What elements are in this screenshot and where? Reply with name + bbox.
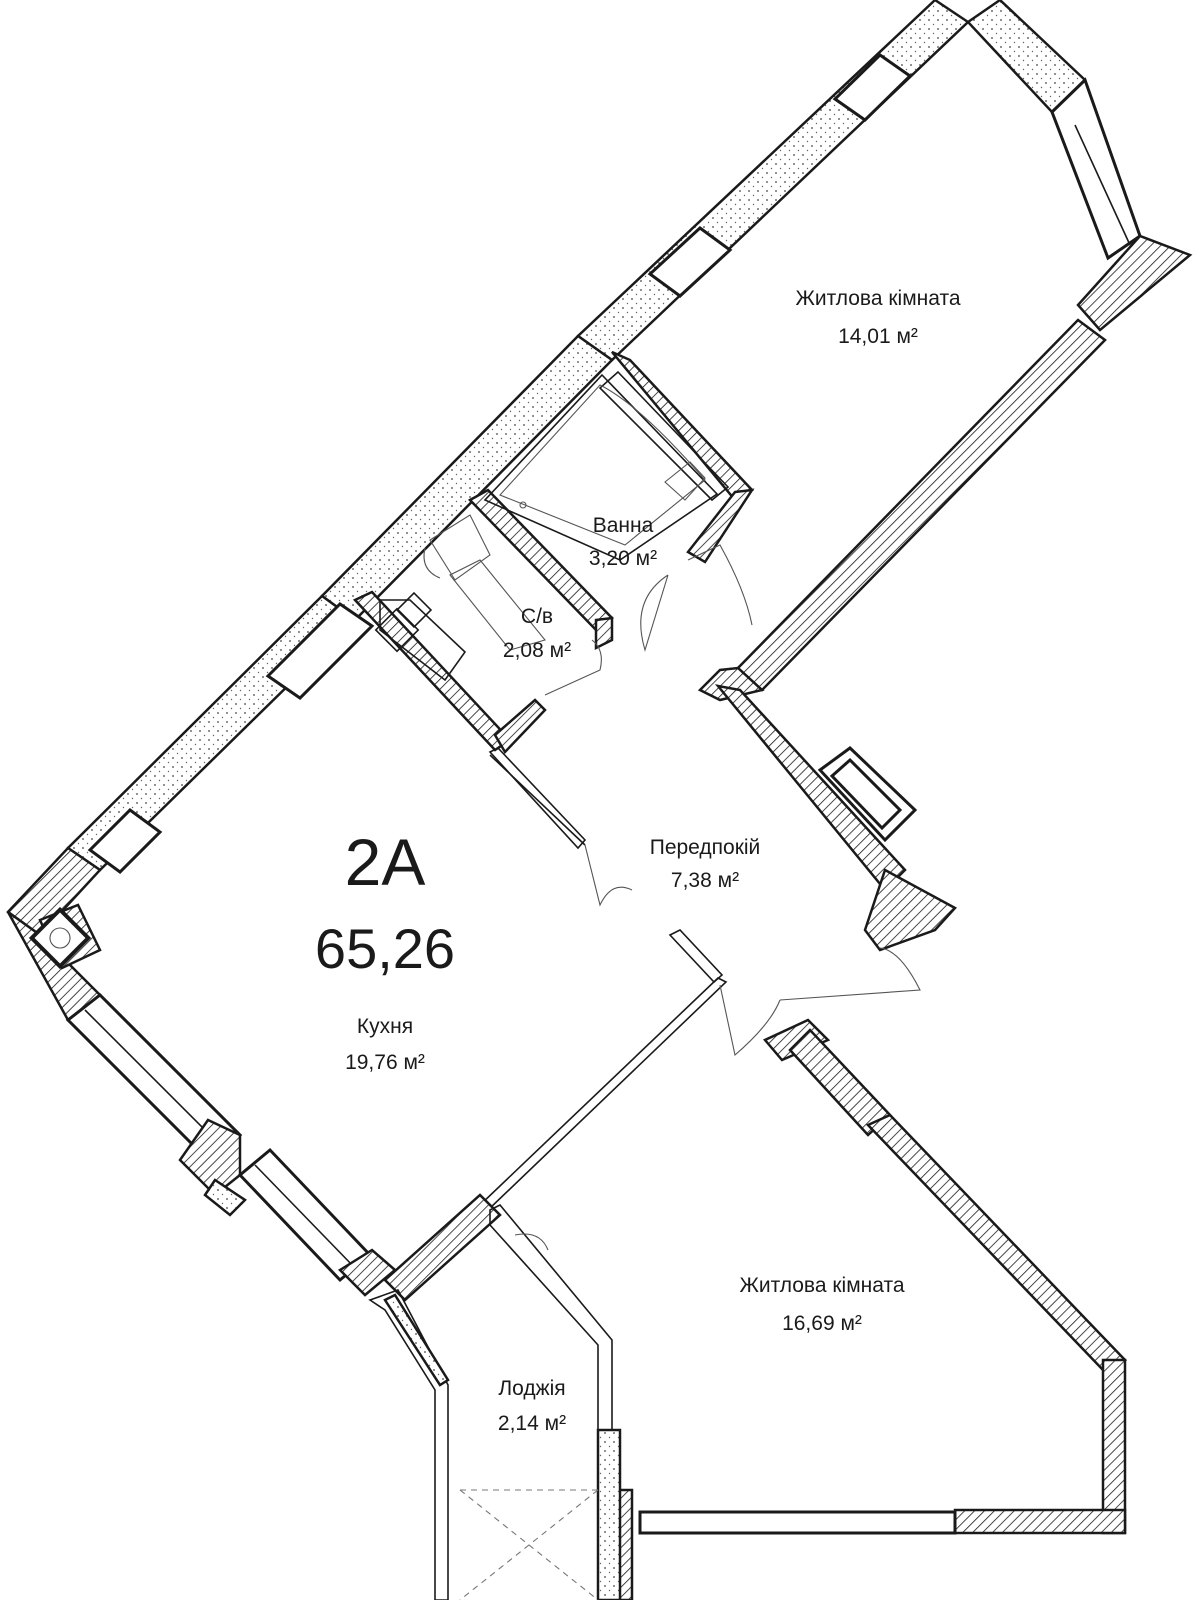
facade-wall-top-right (966, 0, 1193, 332)
kitchen-exterior-wall (6, 910, 397, 1297)
apartment-code: 2A (345, 825, 426, 899)
room-area-living-2: 16,69 м² (782, 1312, 862, 1335)
room-area-kitchen: 19,76 м² (345, 1051, 425, 1074)
bathtub (483, 370, 730, 561)
room-area-living-1: 14,01 м² (838, 325, 918, 348)
hall-right-wall (714, 684, 957, 952)
living-room-1-wall (697, 318, 1107, 702)
facade-wall (6, 0, 970, 937)
kitchen-partitions (478, 747, 728, 1212)
room-name-bath: Ванна (593, 514, 654, 537)
living-room-2-walls (610, 1018, 1128, 1600)
loggia-walls (368, 1193, 622, 1600)
room-name-loggia: Лоджія (498, 1377, 565, 1400)
room-area-bath: 3,20 м² (589, 547, 657, 570)
room-name-wc: С/в (521, 605, 553, 628)
door-swings (544, 544, 921, 1057)
room-area-wc: 2,08 м² (503, 639, 571, 662)
apartment-total-area: 65,26 (315, 917, 455, 980)
room-name-living-2: Житлова кімната (739, 1274, 904, 1297)
room-area-hall: 7,38 м² (671, 869, 739, 892)
room-name-living-1: Житлова кімната (795, 287, 960, 310)
room-area-loggia: 2,14 м² (498, 1412, 566, 1435)
vent-shaft (28, 903, 102, 970)
room-name-hall: Передпокій (650, 836, 761, 859)
room-name-kitchen: Кухня (357, 1015, 413, 1038)
toilet-fixture (374, 514, 546, 682)
